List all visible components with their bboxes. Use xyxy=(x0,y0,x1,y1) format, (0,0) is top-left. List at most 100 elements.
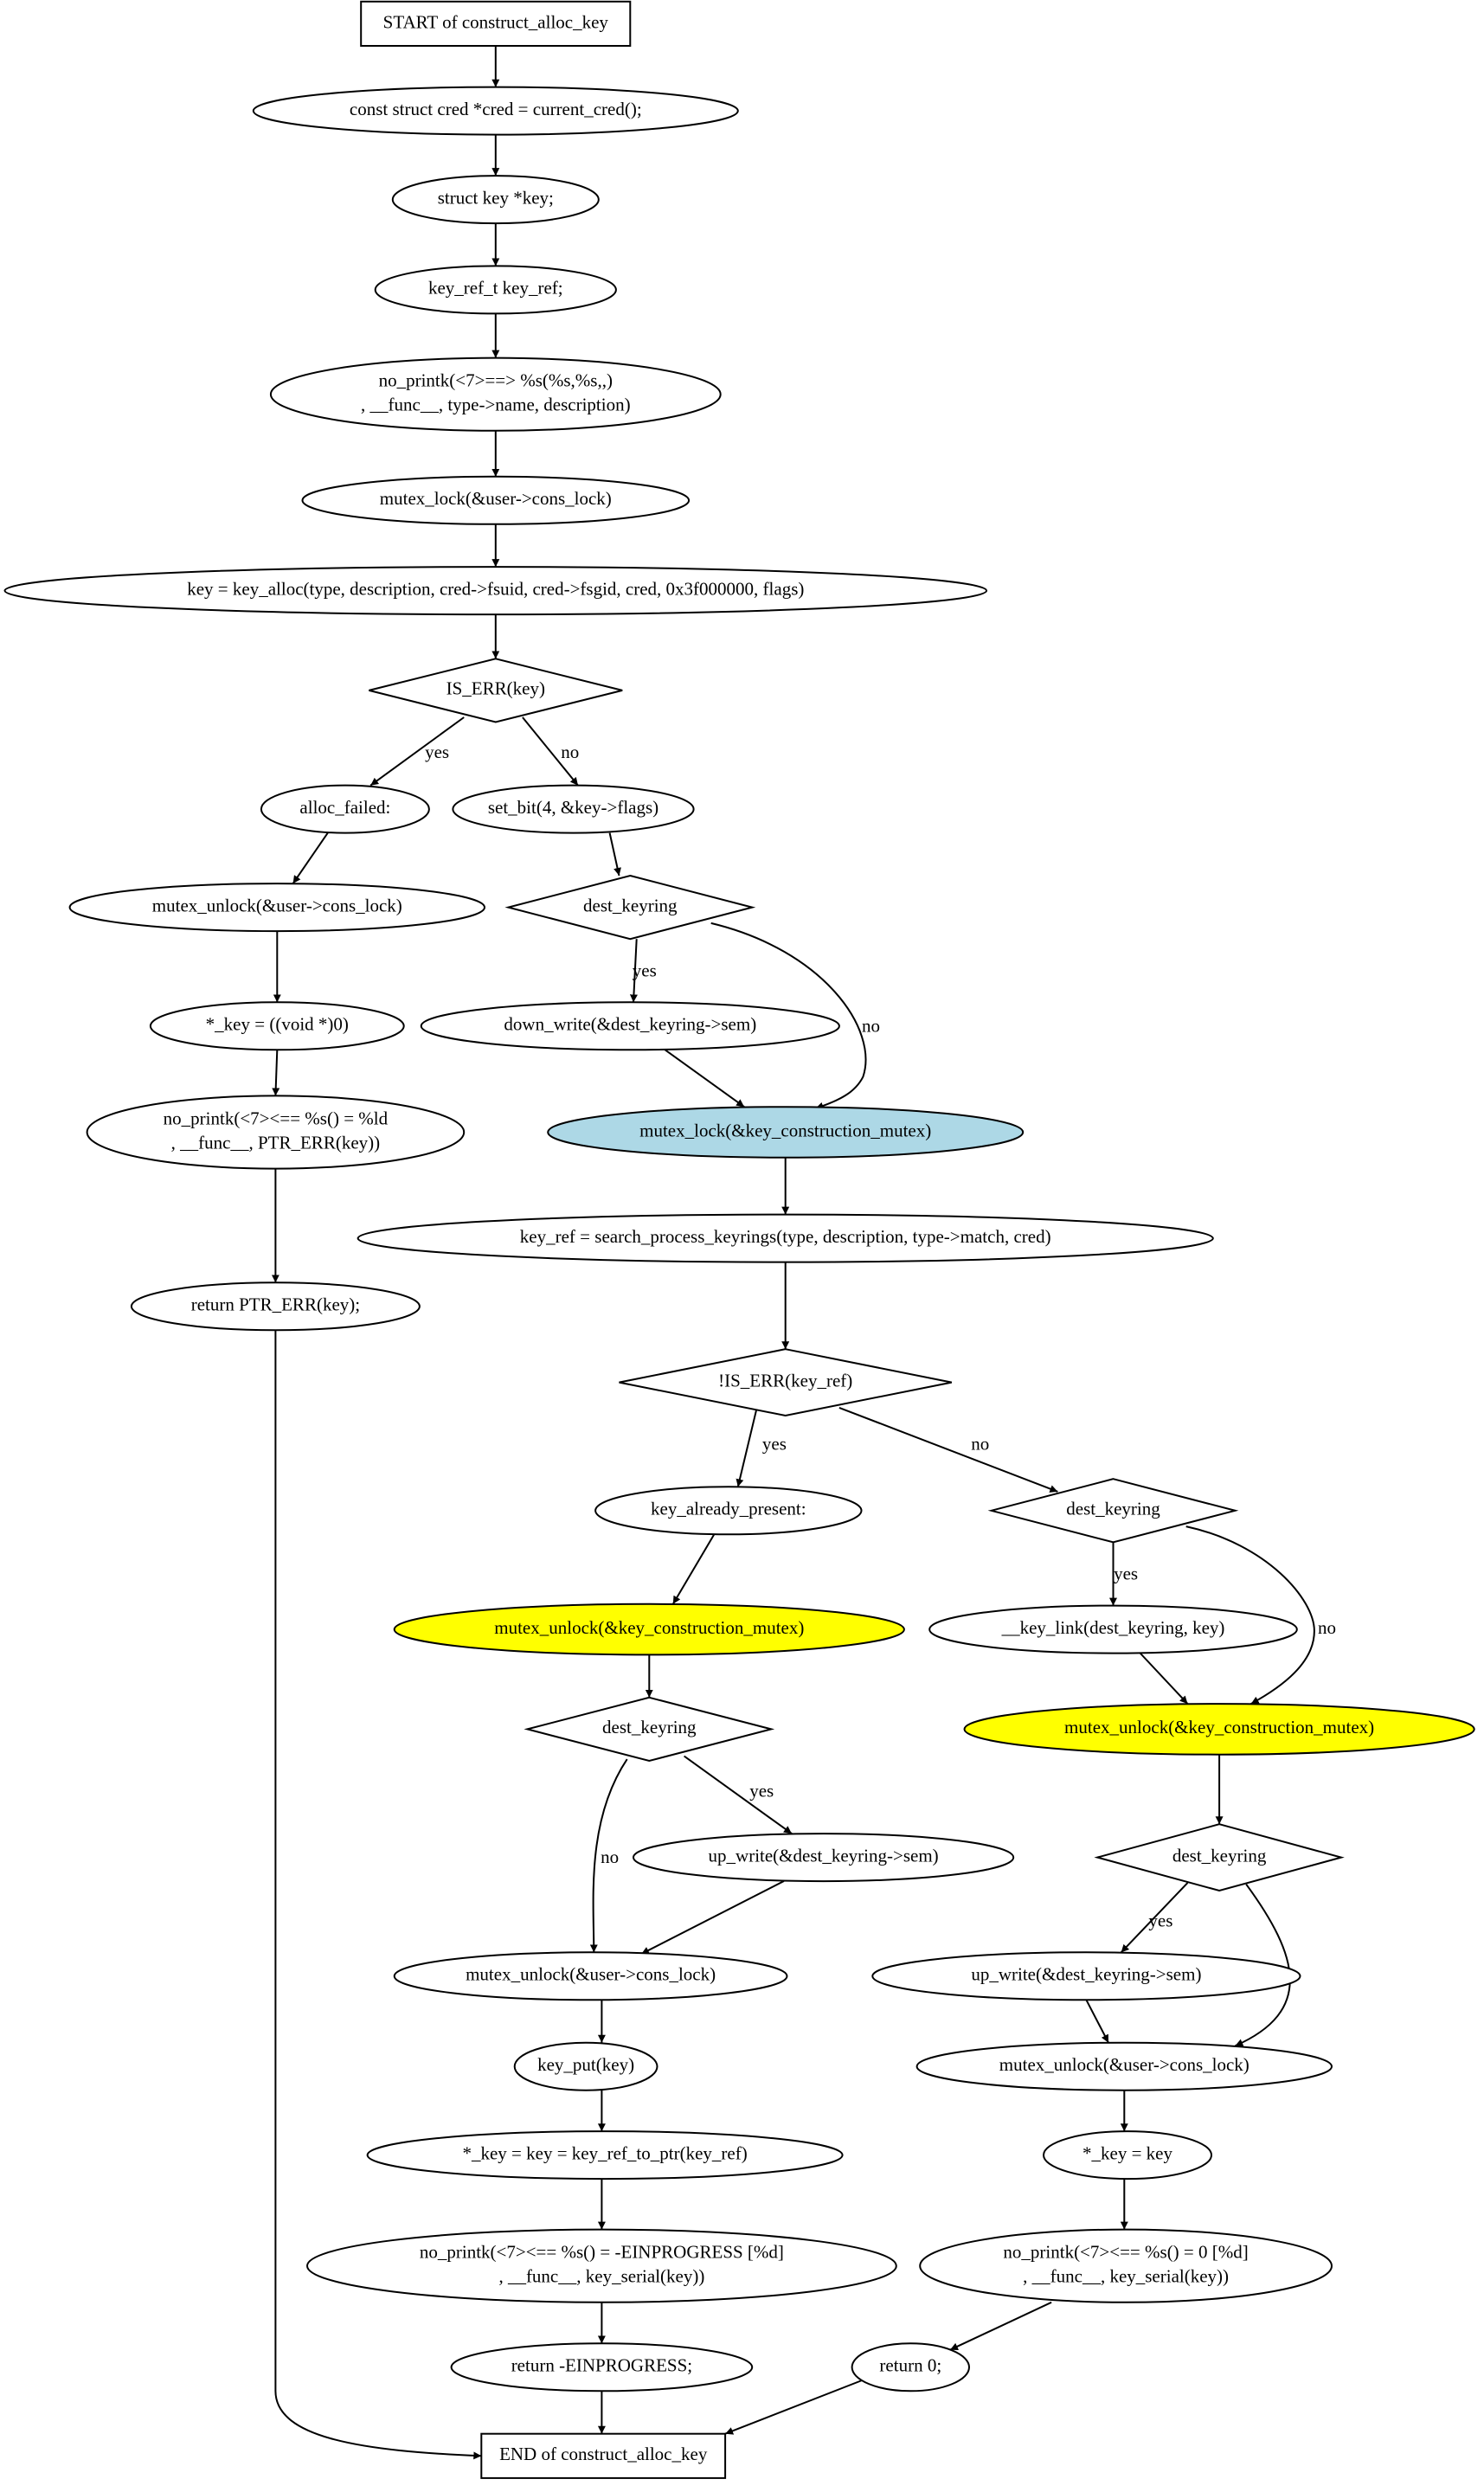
node-keyput: key_put(key) xyxy=(513,2041,658,2091)
node-label: IS_ERR(key) xyxy=(446,678,545,699)
diamond-shape xyxy=(504,874,756,941)
node-search: key_ref = search_process_keyrings(type, … xyxy=(357,1213,1214,1263)
diamond-shape xyxy=(987,1478,1239,1544)
edge-label-yes: yes xyxy=(1148,1910,1172,1930)
edge-label-no: no xyxy=(561,742,579,762)
node-downwrite: down_write(&dest_keyring->sem) xyxy=(420,1001,840,1051)
node-label: !IS_ERR(key_ref) xyxy=(718,1370,852,1391)
node-label: no_printk(<7><== %s() = %ld xyxy=(164,1108,389,1128)
node-unlock-l: mutex_unlock(&user->cons_lock) xyxy=(393,1951,788,2001)
node-label: mutex_unlock(&key_construction_mutex) xyxy=(494,1617,804,1638)
ellipse-shape xyxy=(86,1095,466,1170)
box-shape xyxy=(360,0,632,48)
edge-dk2-to-munlock_kcm_r xyxy=(1185,1525,1315,1705)
ellipse-shape xyxy=(366,2130,844,2180)
node-label: mutex_unlock(&key_construction_mutex) xyxy=(1064,1717,1374,1737)
ellipse-shape xyxy=(374,265,617,315)
node-label: no_printk(<7>==> %s(%s,%s,,) xyxy=(379,370,613,391)
box-shape xyxy=(480,2432,727,2479)
node-label: key_ref_t key_ref; xyxy=(428,278,563,299)
edge-label-no: no xyxy=(971,1434,989,1455)
edge-label-no: no xyxy=(601,1847,619,1867)
edge-printk_r-to-return0 xyxy=(949,2301,1052,2351)
edge-setbit-to-dk1 xyxy=(608,832,621,877)
node-dk3: dest_keyring xyxy=(524,1696,775,1763)
edge-label-no: no xyxy=(1318,1617,1336,1638)
ellipse-shape xyxy=(68,883,485,933)
node-label: no_printk(<7><== %s() = -EINPROGRESS [%d… xyxy=(420,2242,784,2263)
ellipse-shape xyxy=(391,175,600,225)
node-upwrite-r: up_write(&dest_keyring->sem) xyxy=(871,1951,1301,2001)
edge-keyvoid-to-printk_af xyxy=(272,1050,280,1096)
edge-keylink-to-munlock_kcm_r xyxy=(1139,1652,1189,1705)
node-return-einp: return -EINPROGRESS; xyxy=(450,2342,754,2392)
ellipse-shape xyxy=(547,1106,1025,1159)
edge-upwrite_r-to-unlock_r xyxy=(1085,1999,1109,2044)
edge-label-no: no xyxy=(862,1016,880,1037)
node-notiserr: !IS_ERR(key_ref) xyxy=(619,1348,952,1417)
edge-notiserr-to-dk2 xyxy=(838,1406,1058,1493)
node-label: mutex_unlock(&user->cons_lock) xyxy=(999,2054,1250,2075)
edge-iserr-to-setbit xyxy=(522,716,579,787)
ellipse-shape xyxy=(393,1951,788,2001)
node-return-ptr: return PTR_ERR(key); xyxy=(130,1281,421,1332)
node-label: *_key = ((void *)0) xyxy=(206,1014,349,1035)
ellipse-shape xyxy=(393,1602,905,1656)
ellipse-shape xyxy=(269,356,722,432)
node-end: END of construct_alloc_key xyxy=(480,2432,727,2479)
node-label: dest_keyring xyxy=(1172,1845,1267,1866)
edge-downwrite-to-mlock_kcm xyxy=(665,1049,745,1108)
ellipse-shape xyxy=(260,784,430,834)
ellipse-shape xyxy=(452,784,695,834)
node-unlock-r: mutex_unlock(&user->cons_lock) xyxy=(915,2041,1333,2091)
node-label: key = key_alloc(type, description, cred-… xyxy=(187,578,804,599)
edge-upwrite_l-to-unlock_l xyxy=(640,1880,785,1956)
ellipse-shape xyxy=(252,86,739,136)
node-label: , __func__, key_serial(key)) xyxy=(498,2266,704,2287)
edge-label-yes: yes xyxy=(633,960,657,980)
edge-label-yes: yes xyxy=(749,1780,774,1801)
node-keyvoid: *_key = ((void *)0) xyxy=(149,1001,405,1051)
ellipse-shape xyxy=(301,475,691,525)
node-label: down_write(&dest_keyring->sem) xyxy=(504,1014,756,1035)
node-label: mutex_unlock(&user->cons_lock) xyxy=(152,895,402,915)
diamond-shape xyxy=(1094,1823,1345,1892)
node-setbit: set_bit(4, &key->flags) xyxy=(452,784,695,834)
edge-return0-to-end xyxy=(724,2379,864,2435)
node-label: START of construct_alloc_key xyxy=(383,11,609,32)
node-dk2: dest_keyring xyxy=(987,1478,1239,1544)
ellipse-shape xyxy=(871,1951,1301,2001)
ellipse-shape xyxy=(3,566,988,616)
node-label: *_key = key = key_ref_to_ptr(key_ref) xyxy=(462,2142,747,2163)
node-printk-l: no_printk(<7><== %s() = -EINPROGRESS [%d… xyxy=(306,2228,897,2303)
node-label: END of construct_alloc_key xyxy=(499,2444,708,2464)
node-alloc: key = key_alloc(type, description, cred-… xyxy=(3,566,988,616)
node-label: mutex_unlock(&user->cons_lock) xyxy=(466,1964,716,1985)
edge-label-yes: yes xyxy=(762,1434,787,1455)
node-return0: return 0; xyxy=(851,2342,971,2392)
edge-notiserr-to-already xyxy=(736,1407,758,1487)
ellipse-shape xyxy=(919,2228,1333,2303)
node-label: mutex_lock(&key_construction_mutex) xyxy=(639,1120,931,1140)
ellipse-shape xyxy=(851,2342,971,2392)
edge-already-to-munlock_kcm_l xyxy=(671,1533,716,1605)
node-keylink: __key_link(dest_keyring, key) xyxy=(928,1604,1298,1654)
node-dk4: dest_keyring xyxy=(1094,1823,1345,1892)
edge-iserr-to-allocfailed xyxy=(369,716,465,787)
node-allocfailed: alloc_failed: xyxy=(260,784,430,834)
node-upwrite-l: up_write(&dest_keyring->sem) xyxy=(633,1833,1015,1883)
node-key: struct key *key; xyxy=(391,175,600,225)
node-munlock-kcm-r: mutex_unlock(&key_construction_mutex) xyxy=(963,1703,1475,1756)
node-printk-af: no_printk(<7><== %s() = %ld , __func__, P… xyxy=(86,1095,466,1170)
node-label: return PTR_ERR(key); xyxy=(191,1294,360,1315)
node-keyassign-l: *_key = key = key_ref_to_ptr(key_ref) xyxy=(366,2130,844,2180)
node-label: , __func__, PTR_ERR(key)) xyxy=(171,1132,380,1153)
diamond-shape xyxy=(369,658,623,723)
ellipse-shape xyxy=(915,2041,1333,2091)
node-label: __key_link(dest_keyring, key) xyxy=(1001,1617,1225,1638)
ellipse-shape xyxy=(450,2342,754,2392)
node-label: dest_keyring xyxy=(583,895,678,915)
node-label: return 0; xyxy=(879,2355,941,2376)
node-printk1: no_printk(<7>==> %s(%s,%s,,), __func__, … xyxy=(269,356,722,432)
